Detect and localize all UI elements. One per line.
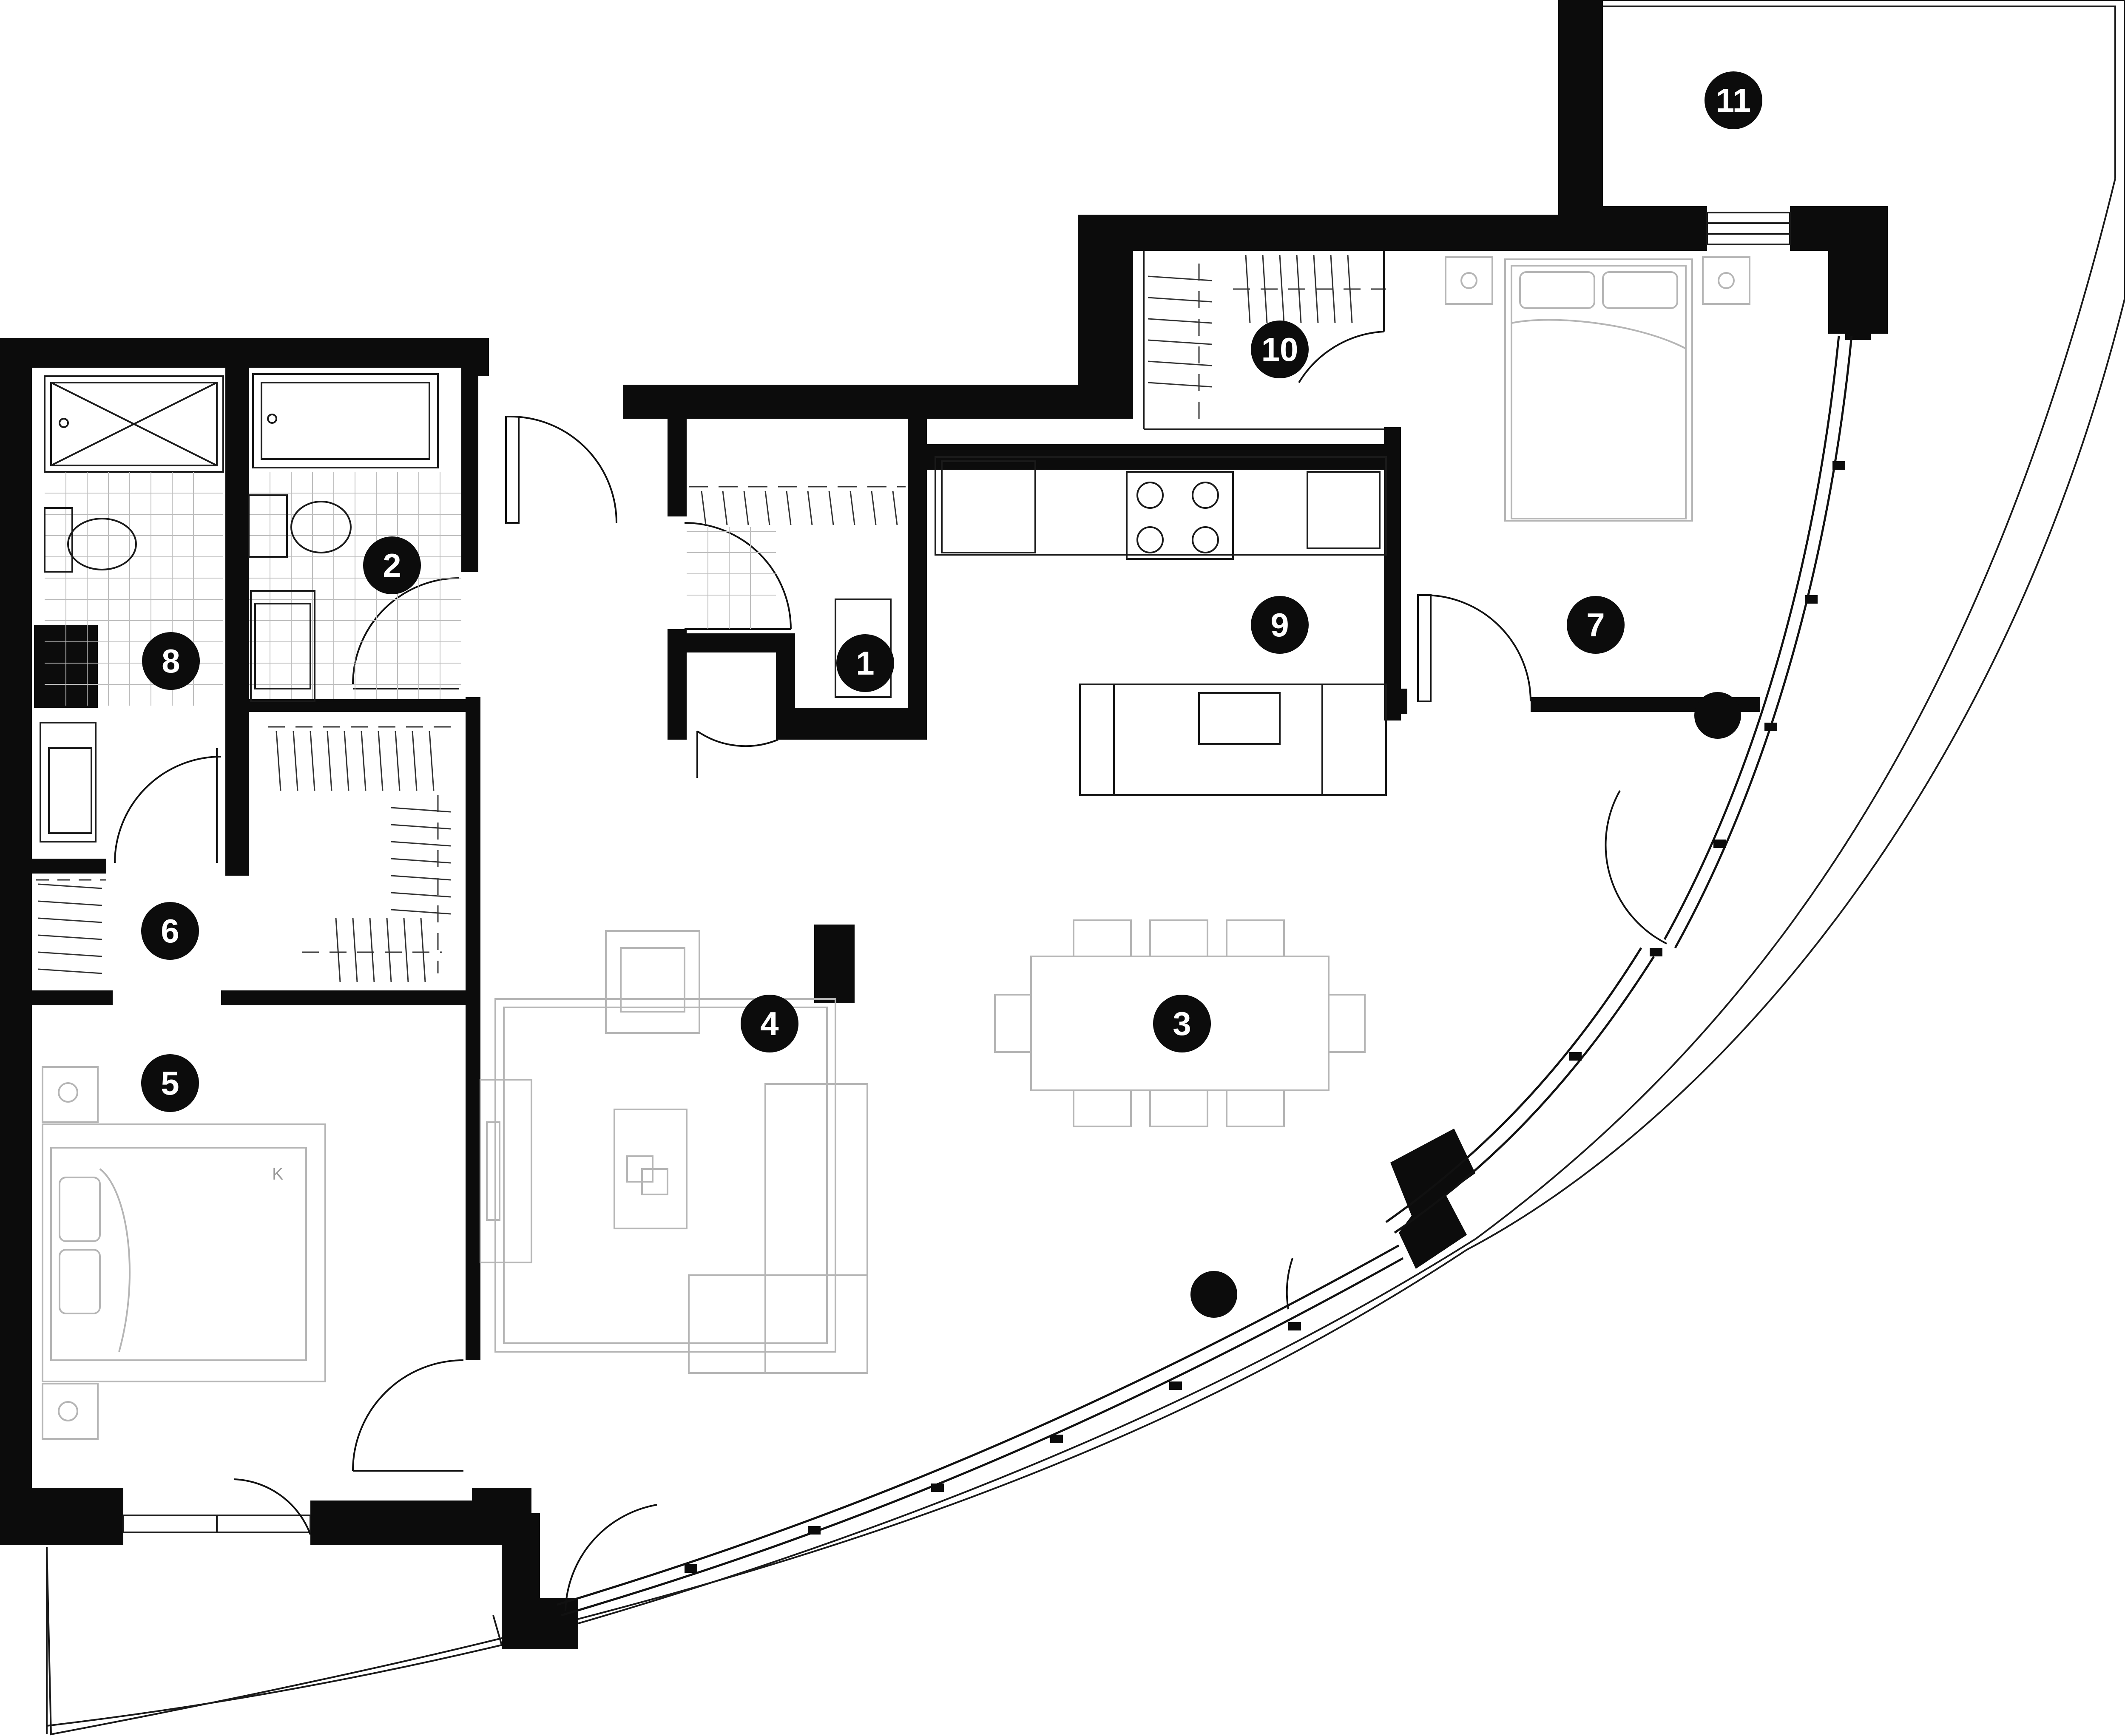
bathroom-8 (40, 375, 224, 842)
closet-10 (1143, 251, 1386, 430)
room-label-8: 8 (142, 632, 200, 690)
room-number-3: 3 (1173, 1005, 1191, 1042)
room-label-11: 11 (1705, 71, 1762, 129)
room-number-6: 6 (161, 912, 179, 950)
room-number-10: 10 (1261, 331, 1298, 368)
room-number-4: 4 (760, 1005, 778, 1042)
room-label-10: 10 (1251, 321, 1309, 378)
curved-window-wall (122, 212, 1853, 1617)
kitchen (935, 456, 1387, 796)
bedroom-7 (1445, 256, 1750, 522)
room-number-9: 9 (1270, 606, 1289, 644)
room-label-7: 7 (1567, 596, 1625, 654)
room-number-11: 11 (1716, 82, 1751, 119)
room-number-7: 7 (1586, 606, 1605, 644)
room-labels: 1 2 3 4 5 6 7 8 (141, 71, 1762, 1112)
closet-1 (687, 486, 906, 698)
bedroom-5: K (42, 1066, 326, 1440)
dining-area (994, 919, 1366, 1127)
bed-size-mark: K (272, 1165, 284, 1183)
room-number-2: 2 (383, 547, 401, 584)
room-label-4: 4 (741, 995, 798, 1052)
doors (114, 331, 1667, 1611)
living-area (480, 930, 868, 1374)
room-label-1: 1 (836, 634, 894, 692)
room-label-2: 2 (363, 536, 421, 594)
room-label-6: 6 (141, 902, 199, 960)
closet-6 (36, 879, 106, 974)
room-number-1: 1 (856, 644, 874, 682)
room-label-3: 3 (1153, 995, 1211, 1052)
room-label-9: 9 (1251, 596, 1309, 654)
room-number-8: 8 (162, 642, 180, 680)
walls (0, 0, 1888, 1649)
closet-walkin (268, 726, 451, 982)
room-number-5: 5 (161, 1064, 179, 1102)
bathroom-2 (248, 373, 461, 702)
room-label-5: 5 (141, 1054, 199, 1112)
